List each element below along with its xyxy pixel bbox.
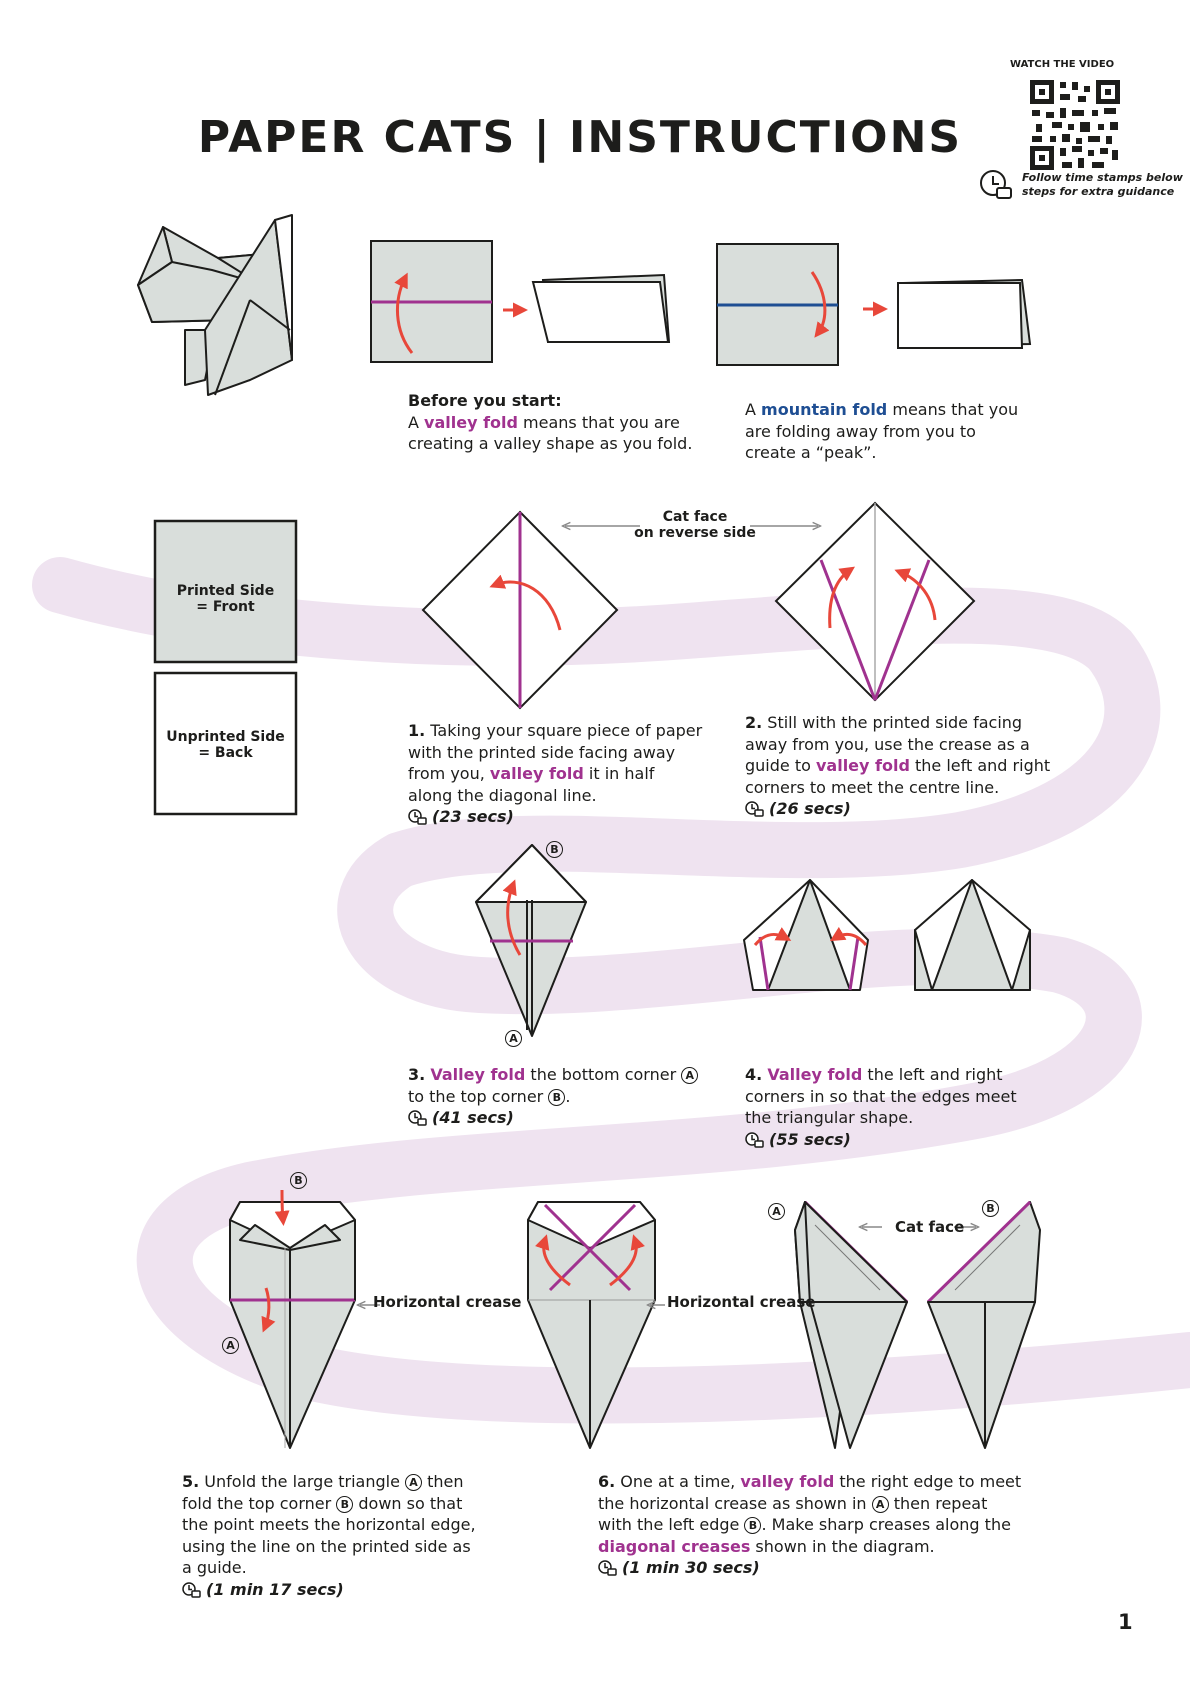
page-title: PAPER CATS | INSTRUCTIONS — [197, 112, 963, 163]
step4-diagram-a — [743, 879, 869, 991]
qr-code — [1030, 80, 1120, 170]
clock-icon — [745, 1131, 764, 1148]
clock-icon — [182, 1581, 201, 1598]
unprinted-side-square — [153, 671, 298, 816]
step5-diagram — [229, 1189, 356, 1449]
step-4-text: 4. Valley fold the left and right corner… — [745, 1065, 1017, 1149]
step1-diagram — [421, 510, 619, 710]
printed-side-label: Printed Side= Front — [176, 583, 275, 615]
clock-icon — [408, 809, 427, 825]
clock-icon — [598, 1560, 617, 1576]
finished-cat-illustration — [137, 214, 293, 396]
page-number: 1 — [1118, 1610, 1133, 1634]
step-3-time: (41 secs) — [408, 1108, 514, 1127]
valley-fold-explanation: Before you start: A valley fold means th… — [408, 391, 693, 453]
marker-a-step5: A — [222, 1337, 239, 1354]
winding-path — [32, 557, 1190, 1424]
marker-a-step6: A — [768, 1203, 785, 1220]
step6-diagram — [527, 1201, 656, 1449]
step-1-text: 1. Taking your square piece of paper wit… — [408, 721, 703, 826]
step4-diagram-b — [914, 879, 1031, 991]
step-6-text: 6. One at a time, valley fold the right … — [598, 1472, 1022, 1577]
clock-icon — [745, 801, 764, 817]
marker-b-step5: B — [290, 1172, 307, 1189]
step-1-time: (23 secs) — [408, 807, 514, 826]
marker-a-step3: A — [505, 1030, 522, 1047]
step6-result-left — [794, 1200, 909, 1449]
printed-side-square — [153, 519, 298, 664]
horizontal-crease-label-step5: Horizontal crease — [373, 1293, 522, 1311]
clock-icon — [408, 1110, 427, 1126]
step6-result-right — [926, 1200, 1041, 1449]
step2-diagram — [774, 501, 976, 702]
step-5-text: 5. Unfold the large triangle A then fold… — [182, 1472, 476, 1599]
mountain-fold-explanation: A mountain fold means that you are foldi… — [745, 400, 1019, 462]
step-6-time: (1 min 30 secs) — [598, 1558, 760, 1577]
marker-b-step6: B — [982, 1200, 999, 1217]
clock-video-icon — [980, 170, 1012, 199]
follow-timestamps-note: Follow time stamps below steps for extra… — [1022, 171, 1183, 198]
step-5-time: (1 min 17 secs) — [182, 1580, 344, 1599]
step-2-text: 2. Still with the printed side facing aw… — [745, 713, 1051, 818]
cat-face-label: Cat face — [895, 1218, 965, 1236]
watch-video-label: WATCH THE VIDEO — [1010, 59, 1115, 70]
step3-diagram — [475, 844, 587, 1037]
marker-b-step3: B — [546, 841, 563, 858]
step-3-text: 3. Valley fold the bottom corner A to th… — [408, 1064, 708, 1129]
step-2-time: (26 secs) — [745, 799, 851, 818]
horizontal-crease-label-step6: Horizontal crease — [667, 1293, 816, 1311]
step-4-time: (55 secs) — [745, 1130, 851, 1149]
unprinted-side-label: Unprinted Side= Back — [166, 729, 285, 761]
